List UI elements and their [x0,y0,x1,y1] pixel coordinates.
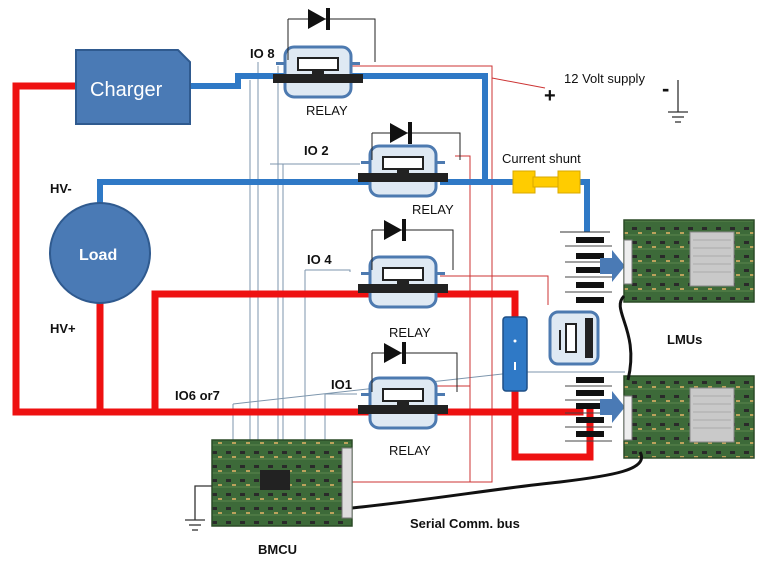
supply-plus: + [544,85,556,107]
battery-cell-icon [576,267,604,273]
battery-cell-icon [576,237,604,243]
bmcu-label: BMCU [258,542,297,557]
lmus-label: LMUs [667,332,702,347]
relay-icon [271,45,365,99]
current-shunt-label: Current shunt [502,151,581,166]
ground-icon [668,80,688,123]
io2-label: IO 2 [304,143,329,158]
serial-comm-bus [351,294,643,510]
hv-plus-label: HV+ [50,321,76,336]
diode-icon [308,8,330,30]
charger-label: Charger [90,79,163,101]
battery-cell-icon [576,253,604,259]
diode-icon [384,342,406,364]
battery-cell-icon [576,417,604,423]
io6-or-7-label: IO6 or7 [175,388,220,403]
battery-cell-icon [576,282,604,288]
diode-icon [390,122,412,144]
ground-icon [185,485,212,531]
io1-label: IO1 [331,377,352,392]
load-circle [49,202,151,304]
load-label: Load [79,247,117,264]
battery-cell-icon [576,403,604,409]
lmu-board-bottom [623,375,755,459]
supply-label: 12 Volt supply [564,71,645,86]
lmu-board-top [623,219,755,303]
supply-minus: - [662,76,669,101]
relay-label: RELAY [389,325,431,340]
io4-label: IO 4 [307,252,332,267]
lmu-arrows [600,250,625,423]
hv-minus-label: HV- [50,181,72,196]
relay-label: RELAY [306,103,348,118]
diode-icon [384,219,406,241]
battery-cell-icon [576,431,604,437]
charger-box [75,49,191,125]
bmcu-board [211,439,353,527]
pack-contactor [548,310,600,366]
io8-label: IO 8 [250,46,275,61]
relay-label: RELAY [412,202,454,217]
battery-cell-icon [576,390,604,396]
current-shunt [512,170,581,194]
serial-bus-label: Serial Comm. bus [410,516,520,531]
battery-cell-icon [576,297,604,303]
hv-negative-bus [97,73,590,232]
io-signal-wires [232,62,625,450]
relay-label: RELAY [389,443,431,458]
fuse-disconnect [502,316,528,392]
battery-cell-icon [576,377,604,383]
